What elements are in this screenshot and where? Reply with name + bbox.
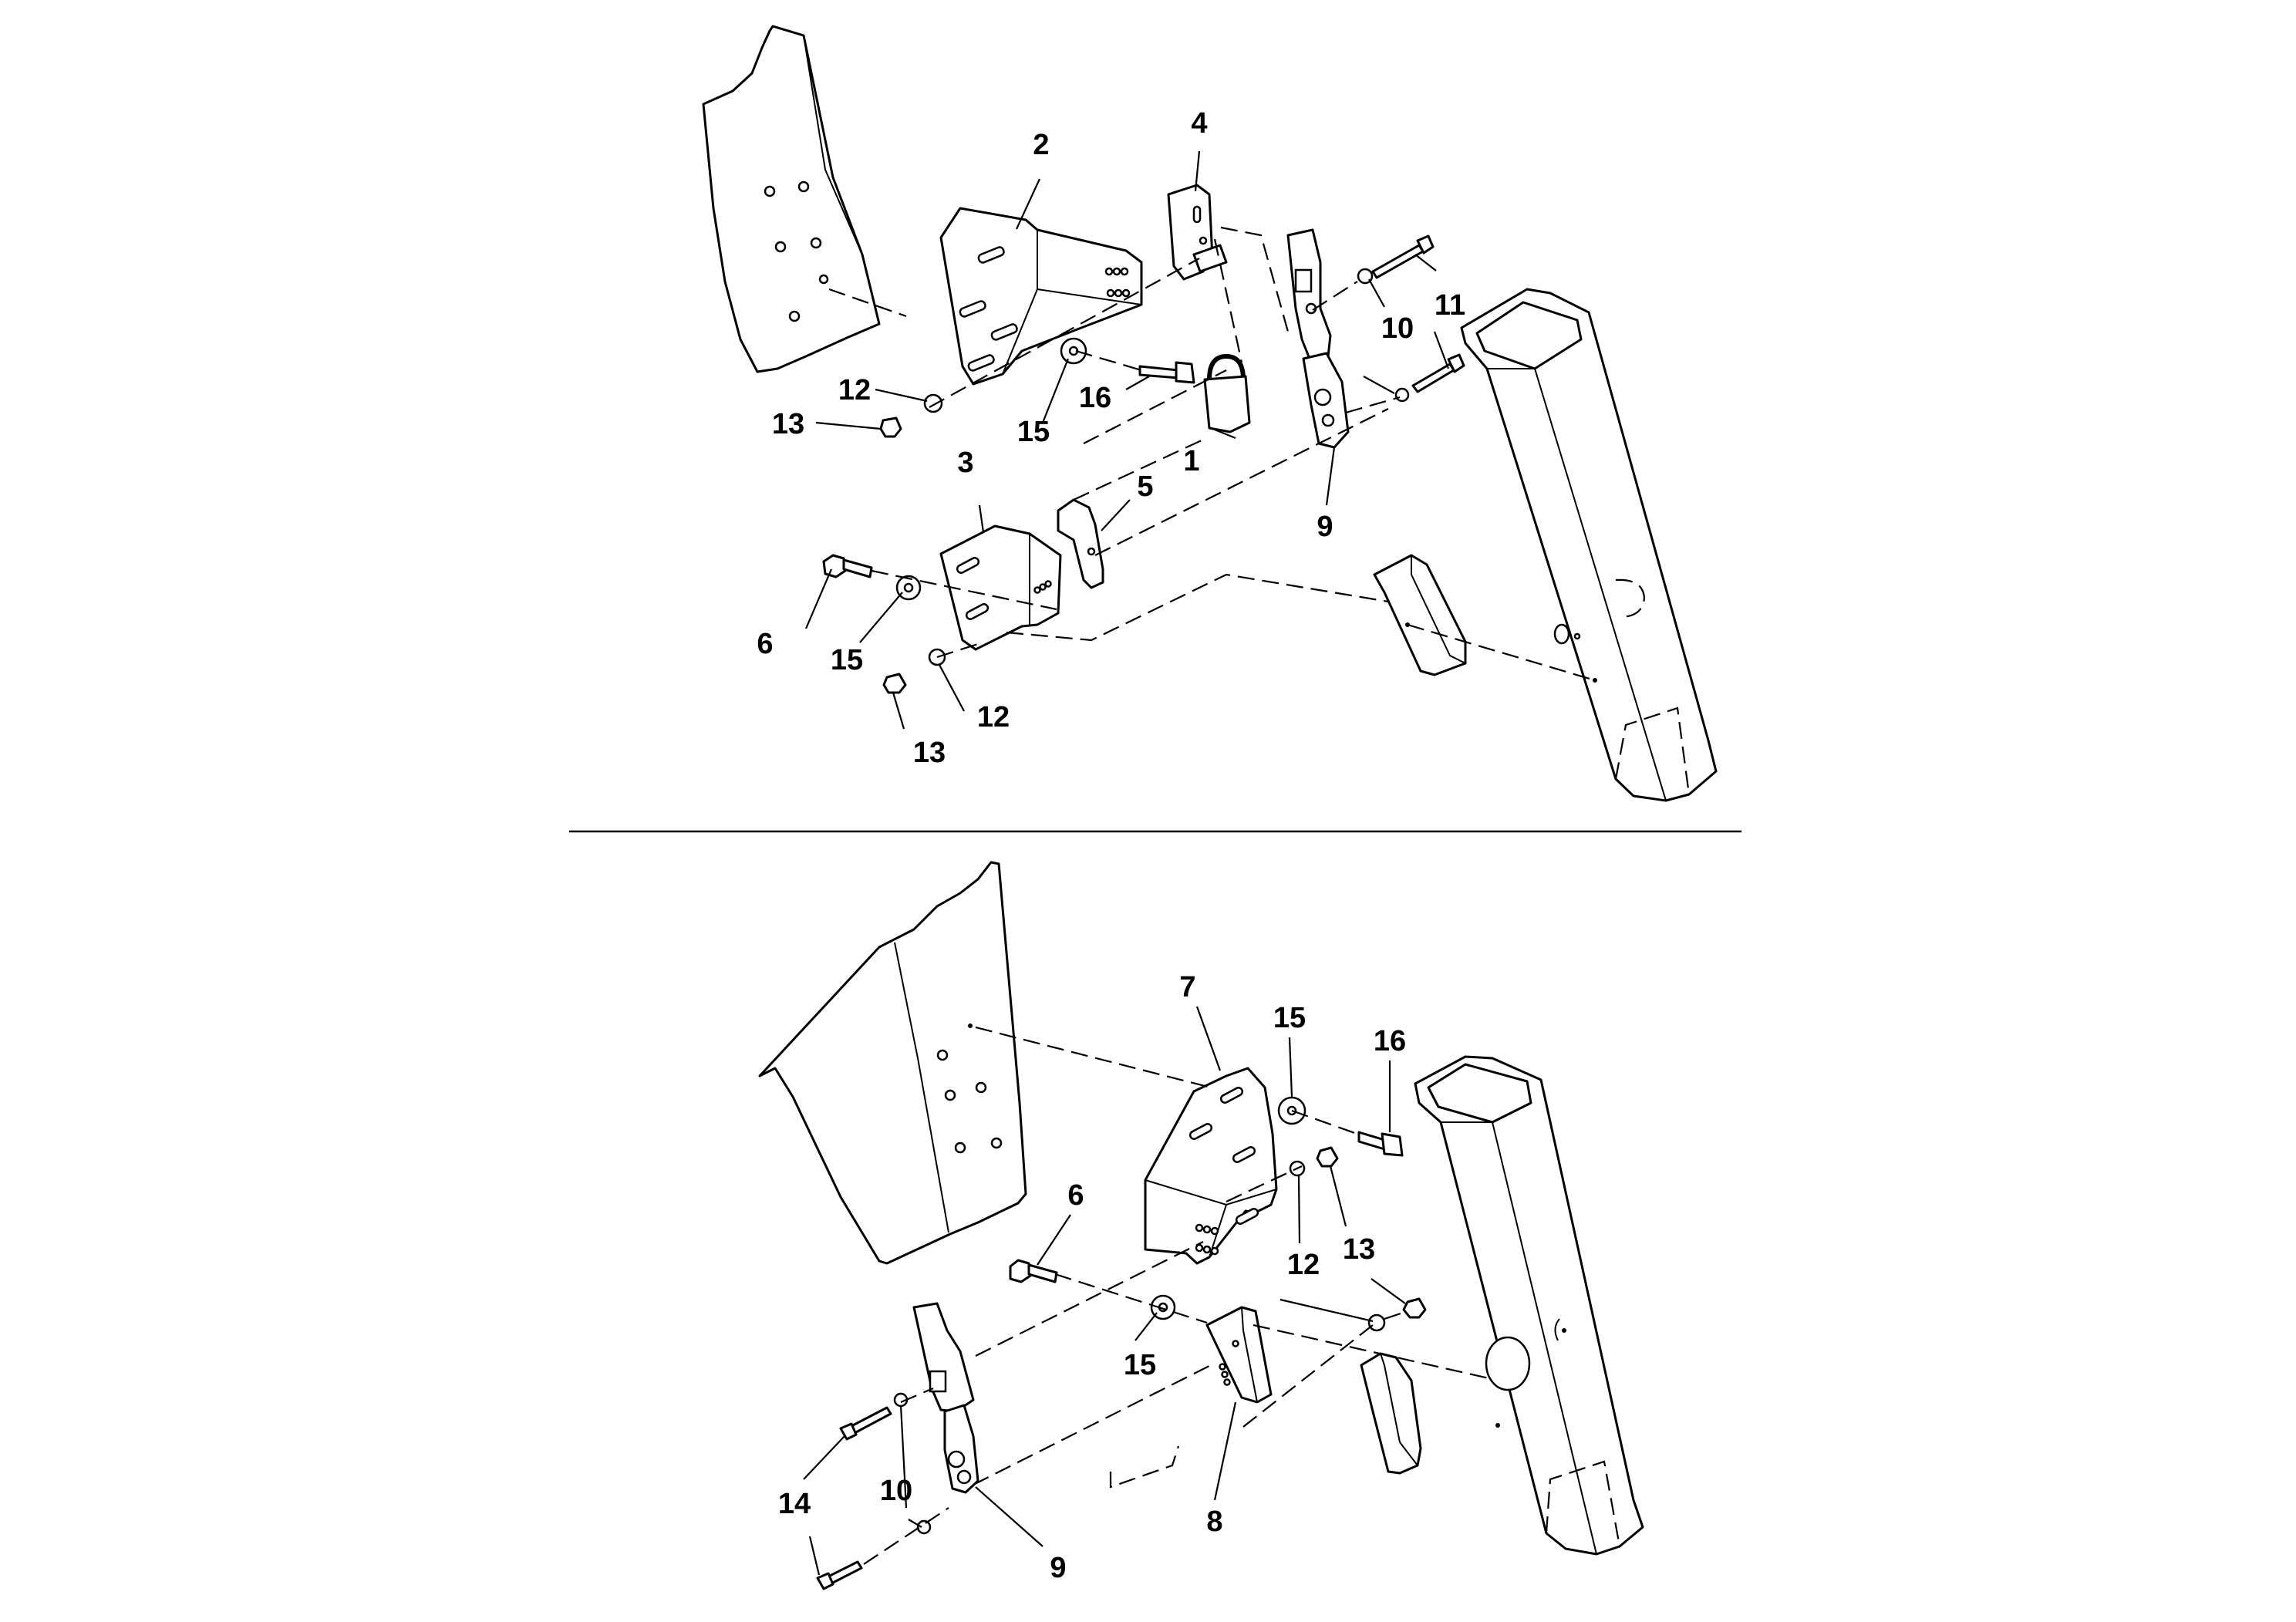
part-9-latch-bottom	[912, 1302, 979, 1494]
callout-bottom-9: 9	[1050, 1552, 1066, 1584]
square-tube-bottom	[1414, 1055, 1644, 1556]
part-6-bolt-top	[822, 554, 873, 578]
callout-bottom-6: 6	[1067, 1179, 1084, 1212]
part-1-padlock	[1203, 353, 1251, 433]
post-bracket-top	[1373, 554, 1467, 676]
part-6-bolt-bottom	[1009, 1259, 1058, 1283]
callout-bottom-13: 13	[1343, 1233, 1375, 1266]
callout-bottom-12: 12	[1287, 1249, 1320, 1281]
part-11-screws	[1371, 234, 1465, 393]
part-13-nut-bottom-b	[1402, 1297, 1427, 1319]
top-assembly-lines	[828, 226, 1596, 682]
callout-top-16: 16	[1079, 382, 1111, 414]
callout-top-12a: 12	[838, 374, 871, 406]
post-bracket-bottom	[1360, 1352, 1422, 1475]
callout-top-1: 1	[1183, 445, 1199, 477]
callout-top-2: 2	[1033, 129, 1049, 161]
callout-top-13b: 13	[913, 737, 946, 769]
callout-bottom-8: 8	[1206, 1506, 1222, 1538]
part-2-bracket	[939, 207, 1143, 386]
callout-top-10: 10	[1381, 312, 1414, 345]
part-3-bracket	[939, 524, 1062, 651]
callout-bottom-15b: 15	[1124, 1349, 1156, 1381]
part-16-bolt-bottom	[1357, 1131, 1404, 1157]
callout-bottom-10: 10	[880, 1475, 912, 1507]
callout-top-15b: 15	[831, 644, 863, 676]
part-12-washer-top-a	[923, 393, 943, 413]
callout-top-4: 4	[1191, 107, 1207, 140]
bottom-assembly	[758, 861, 1644, 1590]
part-10-washer-bottom-b	[916, 1519, 932, 1535]
part-9-latch-top	[1286, 228, 1350, 449]
part-7-bracket	[1144, 1067, 1278, 1265]
part-14-screws	[816, 1406, 892, 1590]
part-8-bracket	[1205, 1306, 1273, 1404]
part-13-nut-top-b	[882, 673, 907, 694]
callout-top-6: 6	[757, 628, 773, 660]
part-13-nut-bottom-a	[1316, 1146, 1339, 1168]
part-4-latch-plate	[1167, 184, 1228, 281]
callout-bottom-15a: 15	[1273, 1002, 1306, 1034]
top-callouts: 2 4 1 3 5 6 15 12 13 9 10 11 16 15 12 13	[757, 107, 1465, 769]
square-tube-top	[1460, 288, 1718, 802]
part-5-bracket	[1057, 498, 1104, 589]
callout-bottom-16: 16	[1374, 1025, 1406, 1057]
callout-top-12b: 12	[977, 701, 1010, 733]
part-12-washer-bottom-b	[1367, 1313, 1386, 1332]
bottom-frame-plate	[758, 861, 1027, 1265]
callout-bottom-14: 14	[778, 1488, 811, 1520]
callout-top-9: 9	[1317, 511, 1333, 543]
callout-top-11: 11	[1435, 289, 1465, 322]
bottom-assembly-lines	[863, 1026, 1493, 1565]
callout-top-5: 5	[1137, 470, 1153, 503]
top-leaders	[804, 150, 1450, 730]
part-16-bolt-top	[1138, 361, 1195, 384]
bottom-callouts: 7 15 16 6 12 13 15 8 9 10 14	[778, 971, 1406, 1584]
callout-bottom-7: 7	[1179, 971, 1195, 1003]
bottom-leaders	[803, 1006, 1406, 1576]
callout-top-15a: 15	[1017, 416, 1050, 448]
top-frame-plate	[702, 25, 881, 373]
callout-top-3: 3	[957, 447, 973, 479]
top-assembly	[702, 25, 1718, 802]
callout-top-13a: 13	[772, 408, 804, 440]
part-10-washer-b	[1394, 387, 1410, 403]
part-13-nut-top-a	[879, 416, 902, 438]
